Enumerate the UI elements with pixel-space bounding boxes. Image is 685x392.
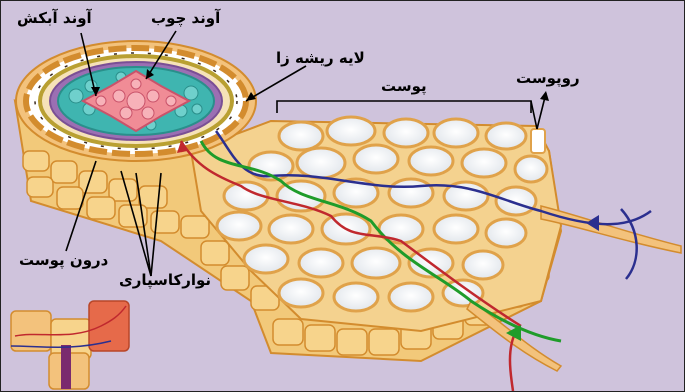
label-epidermis: روپوست	[516, 69, 580, 87]
label-xylem: آوند چوب	[151, 9, 220, 27]
label-pericycle: لایه ریشه زا	[276, 49, 365, 67]
label-cortex: پوست	[381, 77, 427, 95]
label-casparian-strip: نوارکاسپاری	[119, 271, 211, 289]
stele-cross-section	[16, 41, 256, 161]
label-endodermis: درون پوست	[19, 251, 108, 269]
inset-illustration	[11, 301, 129, 389]
label-phloem: آوند آبکش	[17, 9, 92, 27]
